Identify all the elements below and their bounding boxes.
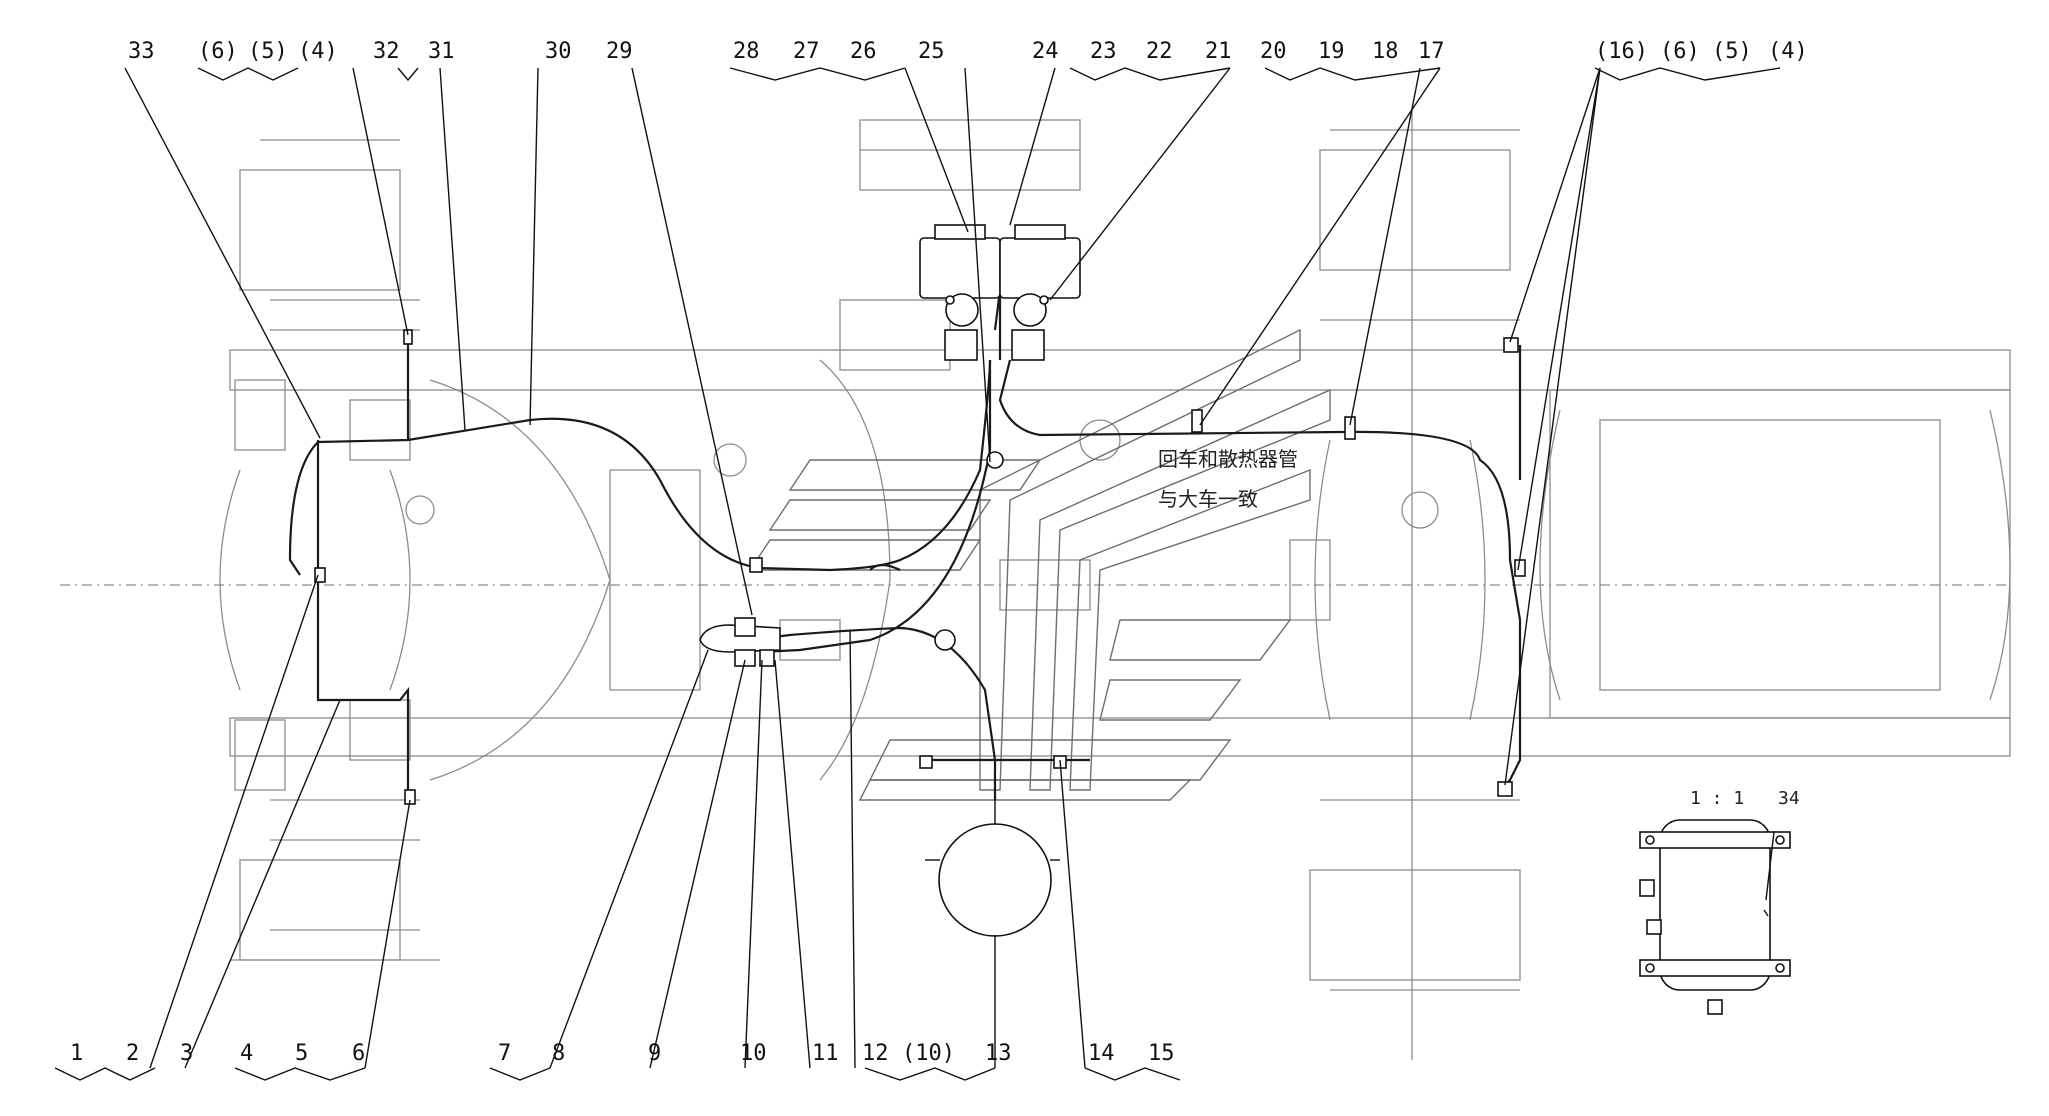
callout-12: 12 — [862, 1041, 889, 1066]
callout-24: 24 — [1032, 39, 1059, 64]
annotation-note: 回车和散热器管 与大车一致 — [1158, 447, 1298, 511]
callout-14: 14 — [1088, 1041, 1115, 1066]
callout-32: 32 — [373, 39, 400, 64]
air-reservoir-tank — [925, 800, 1060, 937]
callout-p16: (16) — [1595, 39, 1648, 64]
callout-17: 17 — [1418, 39, 1445, 64]
callout-5: 5 — [295, 1041, 308, 1066]
pipe-fittings — [314, 329, 1526, 805]
leader-lines-bottom — [54, 574, 1181, 1081]
callout-9: 9 — [648, 1041, 661, 1066]
callout-20: 20 — [1260, 39, 1287, 64]
callout-p5-right: (5) — [1712, 39, 1752, 64]
inset-scale-label: 1 : 1 — [1690, 788, 1744, 809]
direction-arrow-bands — [748, 328, 1331, 801]
callout-29: 29 — [606, 39, 633, 64]
note-line-1: 回车和散热器管 — [1158, 447, 1298, 471]
callout-4: 4 — [240, 1041, 253, 1066]
callout-3: 3 — [180, 1041, 193, 1066]
brake-lines — [288, 289, 1522, 800]
top-callout-labels: 33 (6) (5) (4) 32 31 30 29 28 27 26 25 2… — [128, 39, 1808, 64]
callout-26: 26 — [850, 39, 877, 64]
note-line-2: 与大车一致 — [1158, 487, 1258, 511]
callout-33: 33 — [128, 39, 155, 64]
brake-valve-right — [999, 224, 1081, 361]
inset-detail-tank — [1639, 819, 1791, 1015]
brake-chamber-center — [699, 617, 781, 667]
brake-valve-left — [919, 224, 1001, 361]
callout-25: 25 — [918, 39, 945, 64]
leader-lines-top — [124, 67, 1781, 786]
callout-22: 22 — [1146, 39, 1173, 64]
callout-34: 34 — [1778, 788, 1800, 809]
callout-p6-right: (6) — [1660, 39, 1700, 64]
callout-21: 21 — [1205, 39, 1232, 64]
callout-19: 19 — [1318, 39, 1345, 64]
callout-8: 8 — [552, 1041, 565, 1066]
callout-p5-left: (5) — [248, 39, 288, 64]
callout-15: 15 — [1148, 1041, 1175, 1066]
callout-13: 13 — [985, 1041, 1012, 1066]
callout-7: 7 — [498, 1041, 511, 1066]
callout-p10: (10) — [902, 1041, 955, 1066]
bottom-callout-labels: 1 2 3 4 5 6 7 8 9 10 11 12 (10) 13 14 15 — [70, 1041, 1175, 1066]
callout-p4-right: (4) — [1768, 39, 1808, 64]
callout-1: 1 — [70, 1041, 83, 1066]
inset-labels: 1 : 1 34 — [1690, 788, 1800, 809]
callout-23: 23 — [1090, 39, 1117, 64]
callout-28: 28 — [733, 39, 760, 64]
callout-30: 30 — [545, 39, 572, 64]
callout-p4-left: (4) — [298, 39, 338, 64]
callout-2: 2 — [126, 1041, 139, 1066]
callout-18: 18 — [1372, 39, 1399, 64]
callout-11: 11 — [812, 1041, 839, 1066]
callout-31: 31 — [428, 39, 455, 64]
callout-6: 6 — [352, 1041, 365, 1066]
callout-10: 10 — [740, 1041, 767, 1066]
callout-27: 27 — [793, 39, 820, 64]
callout-p6-left: (6) — [198, 39, 238, 64]
